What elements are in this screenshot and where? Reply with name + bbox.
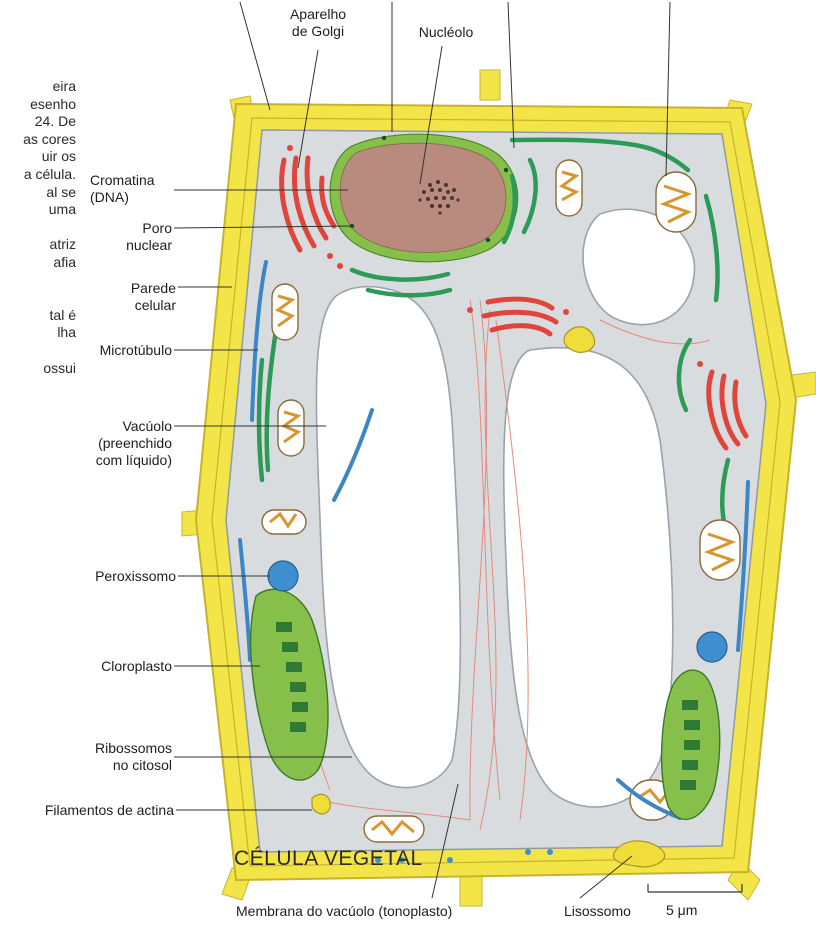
side-text-line: esenho: [0, 96, 76, 114]
label-nuclear-pore: Poro nuclear: [96, 220, 172, 254]
label-golgi: Aparelho de Golgi: [278, 6, 358, 40]
side-text-line: tal é: [0, 307, 76, 325]
side-text-line: eira: [0, 78, 76, 96]
side-text-line: ossui: [0, 360, 76, 378]
label-nucleolus: Nucléolo: [406, 24, 486, 41]
side-text-line: uma: [0, 201, 76, 219]
label-ribosomes: Ribossomos no citosol: [60, 740, 172, 774]
vacuole-center: [504, 348, 673, 807]
side-text-line: lha: [0, 324, 76, 342]
side-text-line: [0, 219, 76, 237]
scale-bar: [648, 884, 742, 892]
label-cell-wall: Parede celular: [96, 280, 176, 314]
side-text-line: atriz: [0, 236, 76, 254]
vacuole-large: [316, 287, 460, 788]
side-text-line: as cores: [0, 131, 76, 149]
label-lysosome: Lisossomo: [564, 903, 631, 920]
side-text-line: [0, 272, 76, 290]
cropped-side-text: eira esenho 24. De as cores uir os a cél…: [0, 78, 76, 377]
nucleus: [330, 134, 518, 262]
scale-bar-label: 5 μm: [666, 902, 697, 919]
side-text-line: al se: [0, 184, 76, 202]
side-text-line: a célula.: [0, 166, 76, 184]
label-microtubule: Microtúbulo: [60, 342, 172, 359]
label-tonoplast: Membrana do vacúolo (tonoplasto): [236, 903, 452, 920]
label-vacuole: Vacúolo (preenchido com líquido): [60, 418, 172, 469]
label-actin-filaments: Filamentos de actina: [0, 802, 174, 819]
label-peroxisome: Peroxissomo: [60, 568, 176, 585]
label-chromatin: Cromatina (DNA): [90, 172, 155, 206]
side-text-line: afia: [0, 254, 76, 272]
side-text-line: [0, 289, 76, 307]
side-text-line: 24. De: [0, 113, 76, 131]
side-text-line: uir os: [0, 148, 76, 166]
label-chloroplast: Cloroplasto: [60, 658, 172, 675]
diagram-title: CÉLULA VEGETAL: [234, 847, 423, 871]
nucleoplasm-chromatin: [340, 143, 506, 252]
